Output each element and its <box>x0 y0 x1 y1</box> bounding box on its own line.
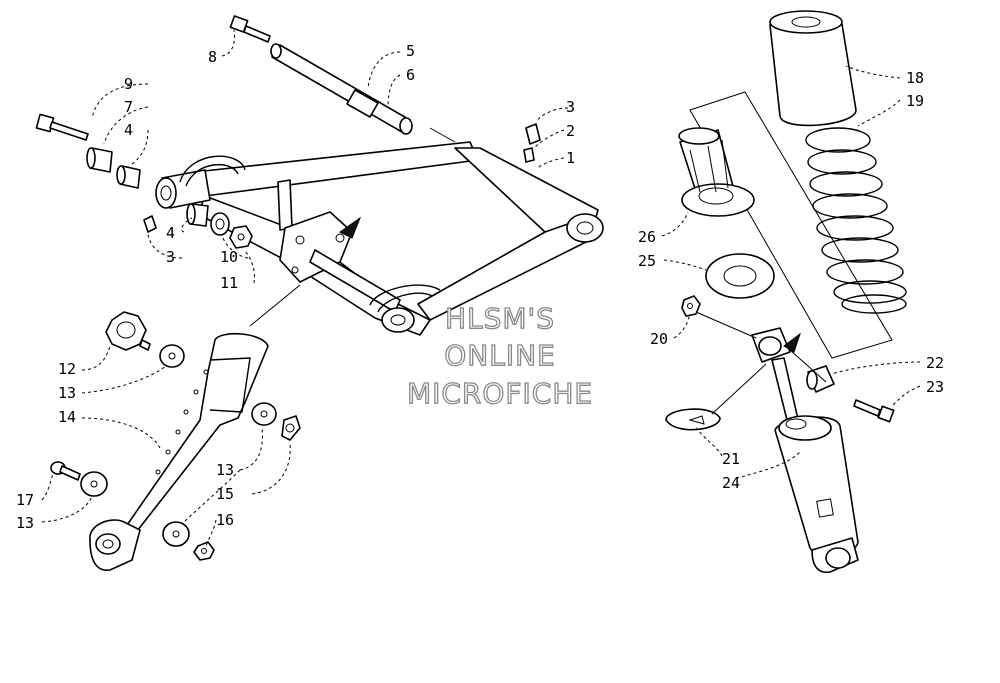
spring-seat-26 <box>678 127 755 217</box>
watermark-line-3: MICROFICHE <box>407 377 593 410</box>
leader-lines <box>41 29 921 547</box>
washer-13-lower-left <box>80 471 108 497</box>
washer-13-middle <box>251 402 277 426</box>
bushing-22 <box>806 365 835 393</box>
callout-5: 5 <box>406 42 415 60</box>
nut-11 <box>229 225 253 249</box>
callout-9: 9 <box>124 75 133 93</box>
callout-24: 24 <box>722 474 740 492</box>
callout-8: 8 <box>208 48 217 66</box>
callout-19: 19 <box>906 92 924 110</box>
washer-13-lower <box>162 521 190 547</box>
limiter-strap-14 <box>89 332 269 571</box>
callout-3-lower: 3 <box>166 248 175 266</box>
callout-13-upper: 13 <box>58 384 76 402</box>
pivot-shaft-5-6 <box>270 43 413 135</box>
bellows-boot-18 <box>769 10 857 127</box>
callout-13-lower: 13 <box>16 514 34 532</box>
nut-20 <box>681 295 701 317</box>
callout-4-lower: 4 <box>166 224 175 242</box>
callout-6: 6 <box>406 66 415 84</box>
watermark: HLSM'S ONLINE MICROFICHE <box>406 301 593 410</box>
bushing-4-upper <box>116 165 141 189</box>
washer-25 <box>705 253 775 299</box>
washer-13-upper <box>159 344 185 368</box>
callout-25: 25 <box>638 252 656 270</box>
callout-3-upper: 3 <box>566 98 575 116</box>
callout-20: 20 <box>650 330 668 348</box>
bolt-8 <box>229 15 271 43</box>
callout-22: 22 <box>926 354 944 372</box>
bolt-23 <box>853 399 895 423</box>
callout-15: 15 <box>216 485 234 503</box>
callout-11: 11 <box>220 274 238 292</box>
callout-7: 7 <box>124 98 133 116</box>
callout-10: 10 <box>220 248 238 266</box>
shock-absorber-24 <box>751 327 859 574</box>
knob-12 <box>105 311 151 351</box>
callout-23: 23 <box>926 378 944 396</box>
a-arm-frame <box>155 141 604 336</box>
callout-18: 18 <box>906 69 924 87</box>
callout-12: 12 <box>58 360 76 378</box>
washer-21 <box>665 408 721 431</box>
callout-17: 17 <box>16 491 34 509</box>
nut-16 <box>193 541 215 561</box>
fitting-2-3 <box>523 123 541 163</box>
callout-2: 2 <box>566 122 575 140</box>
spring-group-bracket <box>689 91 893 359</box>
callout-1: 1 <box>566 149 575 167</box>
callout-21: 21 <box>722 450 740 468</box>
fitting-3-lower <box>143 215 157 233</box>
callout-13-middle: 13 <box>216 461 234 479</box>
bushing-7 <box>86 147 113 173</box>
watermark-line-1: HLSM'S <box>445 302 555 335</box>
callout-4-upper: 4 <box>124 121 133 139</box>
callout-labels: 8 5 6 9 7 4 3 2 1 4 3 10 11 12 13 14 13 … <box>16 42 944 532</box>
bolt-17 <box>50 461 81 481</box>
watermark-line-2: ONLINE <box>444 339 555 372</box>
wing-nut-15 <box>281 415 301 441</box>
callout-26: 26 <box>638 228 656 246</box>
callout-16: 16 <box>216 511 234 529</box>
bolt-9 <box>35 113 89 141</box>
callout-14: 14 <box>58 408 76 426</box>
bushing-4-lower <box>186 203 209 227</box>
washer-10 <box>210 212 230 236</box>
